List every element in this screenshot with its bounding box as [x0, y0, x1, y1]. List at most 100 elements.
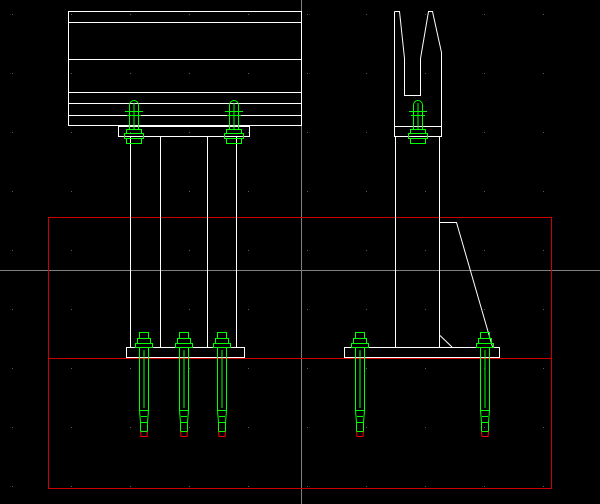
grid-dot — [484, 309, 485, 310]
grid-dot — [248, 309, 249, 310]
anchor-bolt-tip — [218, 422, 226, 432]
grid-dot — [71, 191, 72, 192]
grid-dot — [12, 73, 13, 74]
grid-dot — [307, 250, 308, 251]
grid-dot — [12, 132, 13, 133]
anchor-bolt-tip — [140, 422, 148, 432]
grid-dot — [71, 427, 72, 428]
anchor-bolt-tip — [180, 422, 188, 432]
grid-dot — [130, 73, 131, 74]
mounting-bolt[interactable] — [408, 100, 428, 144]
top-mounting-bolts — [124, 100, 428, 144]
anchor-bolt-washer — [476, 343, 494, 348]
grid-dot — [71, 132, 72, 133]
anchor-bolt-nut — [355, 332, 365, 339]
anchor-bolt-washer — [351, 343, 369, 348]
mounting-bolt[interactable] — [224, 100, 244, 144]
mounting-bolt-shank — [413, 100, 423, 130]
grid-dot — [366, 14, 367, 15]
foundation-block-outline — [48, 217, 552, 489]
gusset-brace — [440, 222, 493, 348]
grid-dot — [189, 250, 190, 251]
anchor-bolt-nut — [179, 332, 189, 339]
anchor-bolt[interactable] — [476, 332, 494, 437]
gusset-fillet-line — [439, 335, 453, 348]
grid-dot — [425, 191, 426, 192]
grid-dot — [248, 427, 249, 428]
grid-dot — [248, 486, 249, 487]
mounting-bolt-washer — [226, 129, 242, 134]
grid-dot — [425, 368, 426, 369]
anchor-bolt-washer — [135, 343, 153, 348]
grid-dot — [425, 73, 426, 74]
grid-dot — [248, 73, 249, 74]
grid-dot — [484, 132, 485, 133]
grid-dot — [189, 191, 190, 192]
anchor-bolt[interactable] — [175, 332, 193, 437]
grid-dot — [543, 368, 544, 369]
anchor-bolt-tip — [481, 422, 489, 432]
grid-dot — [425, 427, 426, 428]
grid-dot — [189, 486, 190, 487]
anchor-bolt-shank — [355, 347, 365, 411]
grid-dots — [12, 14, 544, 487]
mounting-bolt-nut — [410, 138, 426, 144]
grid-dot — [248, 14, 249, 15]
grid-dot — [366, 368, 367, 369]
grid-dot — [484, 73, 485, 74]
mounting-bolt-washer — [410, 129, 426, 134]
grid-dot — [189, 132, 190, 133]
grid-dot — [543, 14, 544, 15]
grid-dot — [366, 191, 367, 192]
grid-dot — [543, 427, 544, 428]
grid-dot — [248, 250, 249, 251]
grid-dot — [307, 486, 308, 487]
grid-dot — [189, 368, 190, 369]
grid-dot — [248, 191, 249, 192]
concrete-foundation[interactable] — [48, 217, 552, 489]
grid-dot — [189, 309, 190, 310]
base-plate — [344, 347, 500, 358]
anchor-bolt-nut — [217, 332, 227, 339]
grid-dot — [425, 486, 426, 487]
grid-dot — [12, 250, 13, 251]
grid-dot — [307, 368, 308, 369]
anchor-bolt-tip-end — [180, 431, 188, 437]
anchor-bolt-shank — [217, 347, 227, 411]
grid-dot — [307, 73, 308, 74]
grid-dot — [366, 309, 367, 310]
right-equipment-assembly[interactable] — [344, 11, 500, 358]
grid-dot — [71, 368, 72, 369]
mounting-flange — [118, 126, 250, 137]
grid-dot — [12, 486, 13, 487]
anchor-bolt[interactable] — [213, 332, 231, 437]
grid-dot — [425, 250, 426, 251]
mounting-bolt-shank — [229, 100, 239, 130]
grid-dot — [248, 132, 249, 133]
grid-dot — [189, 73, 190, 74]
grid-dot — [307, 14, 308, 15]
anchor-bolt-shank — [179, 347, 189, 411]
mounting-bolt-nut — [126, 138, 142, 144]
grid-dot — [366, 427, 367, 428]
anchor-bolt[interactable] — [351, 332, 369, 437]
anchor-bolt-nut — [478, 338, 492, 344]
grid-dot — [543, 73, 544, 74]
grid-dot — [189, 427, 190, 428]
grid-dot — [366, 250, 367, 251]
grid-dot — [71, 73, 72, 74]
grid-dot — [484, 250, 485, 251]
anchor-bolt-nut — [177, 338, 191, 344]
left-equipment-assembly[interactable] — [68, 11, 302, 358]
grid-dot — [543, 309, 544, 310]
grid-dot — [484, 486, 485, 487]
anchor-bolt-nut — [139, 332, 149, 339]
grid-dot — [12, 309, 13, 310]
mounting-bolt[interactable] — [124, 100, 144, 144]
grid-dot — [189, 14, 190, 15]
anchor-bolt[interactable] — [135, 332, 153, 437]
grid-dot — [71, 309, 72, 310]
anchor-bolt-shank — [480, 347, 490, 411]
